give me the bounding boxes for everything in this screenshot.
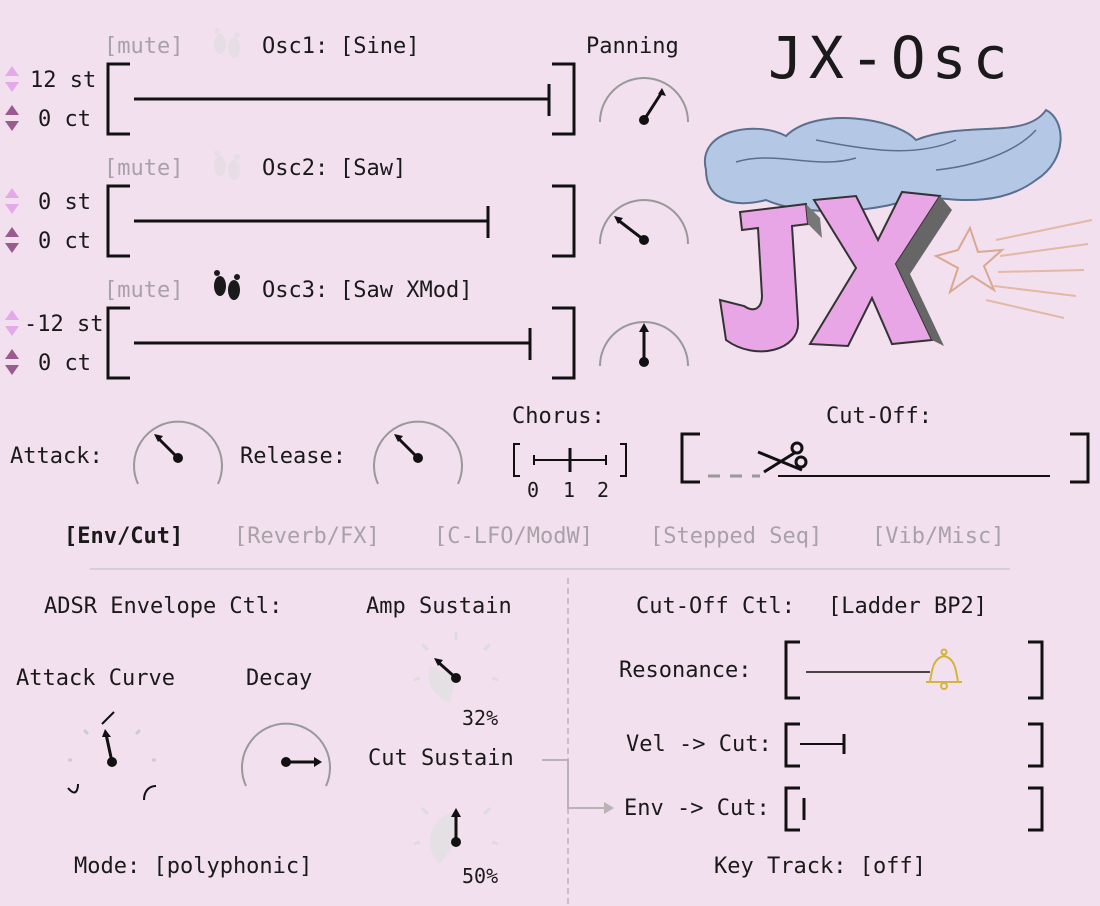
cutoff-slider[interactable] — [678, 432, 1094, 488]
resonance-slider[interactable] — [782, 640, 1052, 702]
vel-cut-slider[interactable] — [782, 722, 1052, 770]
osc2-cent-stepper[interactable] — [4, 227, 20, 253]
tab-reverb-fx[interactable]: [Reverb/FX] — [234, 524, 380, 549]
chorus-tick-0: 0 — [527, 478, 540, 502]
osc3-xmod-footprints-icon[interactable] — [208, 268, 248, 306]
osc1-semitone-stepper[interactable] — [4, 66, 20, 92]
amp-sustain-knob[interactable] — [410, 630, 500, 710]
osc3-semitone-stepper[interactable] — [4, 310, 20, 336]
osc1-mute-button[interactable]: [mute] — [104, 34, 184, 59]
panning-label: Panning — [586, 34, 679, 59]
osc3-mute-button[interactable]: [mute] — [104, 278, 184, 303]
release-label: Release: — [240, 444, 346, 469]
decay-knob[interactable] — [236, 712, 336, 802]
attack-curve-label: Attack Curve — [16, 666, 175, 691]
env-cut-label: Env -> Cut: — [624, 796, 770, 821]
attack-curve-knob[interactable] — [64, 704, 160, 808]
resonance-label: Resonance: — [619, 658, 752, 683]
osc2-mute-button[interactable]: [mute] — [104, 156, 184, 181]
scissors-icon — [757, 441, 808, 474]
cut-sustain-routing-arrow — [542, 759, 614, 814]
osc2-level-slider[interactable] — [104, 184, 584, 260]
osc1-wave-select[interactable]: [Sine] — [340, 34, 420, 59]
amp-sustain-label: Amp Sustain — [366, 594, 512, 619]
osc2-semitone-value: 0 st — [38, 190, 91, 215]
cut-sustain-knob[interactable] — [410, 794, 500, 874]
cut-sustain-value: 50% — [462, 864, 499, 888]
attack-knob[interactable] — [128, 412, 228, 492]
osc1-xmod-footprints-icon[interactable] — [208, 26, 248, 64]
osc2-pan-knob[interactable] — [596, 194, 692, 250]
app-title: JX-Osc — [768, 24, 1014, 92]
chorus-selector[interactable] — [510, 442, 630, 482]
mode-select[interactable]: Mode: [polyphonic] — [74, 854, 313, 879]
cutoff-ctl-title: Cut-Off Ctl: — [636, 594, 795, 619]
osc1-cent-value: 0 ct — [38, 107, 91, 132]
osc2-cent-value: 0 ct — [38, 229, 91, 254]
osc2-wave-select[interactable]: [Saw] — [340, 156, 407, 181]
decay-label: Decay — [246, 666, 313, 691]
osc3-semitone-value: -12 st — [24, 312, 104, 337]
cut-sustain-label: Cut Sustain — [368, 746, 514, 771]
amp-sustain-value: 32% — [462, 706, 499, 730]
tab-c-lfo-modw[interactable]: [C-LFO/ModW] — [434, 524, 593, 549]
osc3-cent-stepper[interactable] — [4, 349, 20, 375]
chorus-label: Chorus: — [512, 404, 605, 429]
key-track-select[interactable]: Key Track: [off] — [714, 854, 926, 879]
osc2-semitone-stepper[interactable] — [4, 188, 20, 214]
filter-type-select[interactable]: [Ladder BP2] — [828, 594, 987, 619]
osc3-level-slider[interactable] — [104, 306, 584, 382]
chorus-tick-2: 2 — [597, 478, 610, 502]
osc1-name: Osc1: — [262, 34, 329, 59]
attack-label: Attack: — [10, 444, 103, 469]
osc1-semitone-value: 12 st — [30, 68, 97, 93]
tab-vib-misc[interactable]: [Vib/Misc] — [872, 524, 1005, 549]
osc3-wave-select[interactable]: [Saw XMod] — [340, 278, 473, 303]
adsr-title: ADSR Envelope Ctl: — [44, 594, 283, 619]
tab-env-cut[interactable]: [Env/Cut] — [64, 524, 184, 549]
jx-logo — [703, 108, 1093, 353]
osc3-cent-value: 0 ct — [38, 351, 91, 376]
release-knob[interactable] — [368, 412, 468, 492]
osc3-pan-knob[interactable] — [596, 316, 692, 372]
tab-divider — [90, 568, 1010, 570]
panel-divider — [567, 578, 569, 904]
bell-icon — [926, 648, 962, 690]
tab-stepped-seq[interactable]: [Stepped Seq] — [650, 524, 823, 549]
env-cut-slider[interactable] — [782, 786, 1052, 834]
vel-cut-label: Vel -> Cut: — [626, 732, 772, 757]
cutoff-label: Cut-Off: — [826, 404, 932, 429]
osc1-cent-stepper[interactable] — [4, 105, 20, 131]
osc2-xmod-footprints-icon[interactable] — [208, 148, 248, 186]
osc2-name: Osc2: — [262, 156, 329, 181]
osc1-pan-knob[interactable] — [596, 72, 692, 128]
chorus-tick-1: 1 — [563, 478, 576, 502]
osc3-name: Osc3: — [262, 278, 329, 303]
osc1-level-slider[interactable] — [104, 62, 584, 138]
